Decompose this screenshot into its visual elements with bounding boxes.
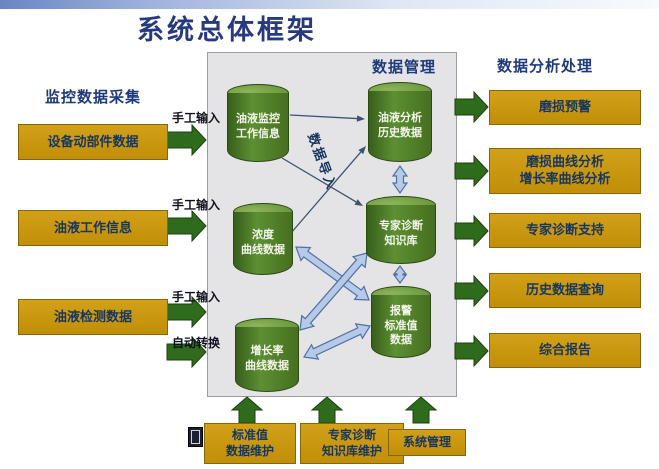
section-header-management: 数据管理: [372, 59, 437, 76]
cylinder-body: [371, 295, 431, 358]
cylinder-body: [366, 205, 436, 264]
block-arrow: [454, 90, 489, 124]
block-arrow: [404, 396, 438, 424]
db-oil-monitor-work-info: 油液监控 工作信息: [227, 84, 289, 162]
label-manual-input-2: 手工输入: [172, 198, 221, 212]
box-equipment-parts-data: 设备动部件数据: [18, 124, 168, 160]
box-expert-diagnosis-support: 专家诊断支持: [489, 213, 641, 248]
block-arrow: [166, 123, 207, 157]
block-arrow: [454, 274, 489, 308]
section-header-analysis: 数据分析处理: [497, 58, 594, 75]
page-title: 系统总体框架: [137, 15, 317, 45]
block-arrow: [454, 214, 489, 248]
db-concentration-curve: 浓度 曲线数据: [233, 203, 293, 275]
db-expert-knowledge: 专家诊断 知识库: [366, 196, 436, 264]
box-standard-value-maintenance: 标准值 数据维护: [204, 423, 296, 464]
box-knowledge-base-maintenance: 专家诊断 知识库维护: [300, 423, 404, 464]
label-manual-input-3: 手工输入: [172, 290, 221, 304]
box-oil-test-data: 油液检测数据: [18, 299, 168, 335]
db-alarm-standard-values: 报警 标准值 数据: [371, 286, 431, 358]
box-comprehensive-report: 综合报告: [489, 333, 641, 368]
cylinder-body: [227, 93, 289, 162]
box-history-query: 历史数据查询: [489, 273, 641, 308]
cylinder-label: 专家诊断 知识库: [379, 220, 423, 247]
picture-icon: [188, 427, 203, 447]
cylinder-body: [235, 327, 299, 392]
db-oil-analysis-history: 油液分析 历史数据: [368, 82, 432, 162]
cylinder-label: 报警 标准值 数据: [384, 304, 418, 347]
cylinder-label: 浓度 曲线数据: [241, 229, 285, 256]
label-manual-input-1: 手工输入: [172, 111, 221, 125]
block-arrow: [230, 396, 264, 424]
block-arrow: [454, 334, 489, 368]
db-growth-rate-curve: 增长率 曲线数据: [235, 318, 299, 392]
label-auto-convert: 自动转换: [172, 336, 221, 350]
box-curve-analysis: 磨损曲线分析 增长率曲线分析: [489, 148, 641, 194]
block-arrow: [310, 396, 344, 424]
box-oil-work-info: 油液工作信息: [18, 210, 168, 246]
block-arrow: [166, 209, 207, 243]
box-system-management: 系统管理: [388, 429, 466, 456]
cylinder-body: [233, 212, 293, 275]
box-wear-warning: 磨损预警: [489, 90, 641, 125]
cylinder-label: 油液分析 历史数据: [378, 112, 422, 139]
cylinder-label: 增长率 曲线数据: [245, 345, 289, 372]
block-arrow: [454, 154, 489, 188]
section-header-collection: 监控数据采集: [45, 89, 142, 106]
picture-icon-frame: [191, 430, 200, 444]
cylinder-label: 油液监控 工作信息: [236, 113, 280, 140]
top-gradient-bar: [0, 0, 659, 9]
cylinder-body: [368, 91, 432, 162]
